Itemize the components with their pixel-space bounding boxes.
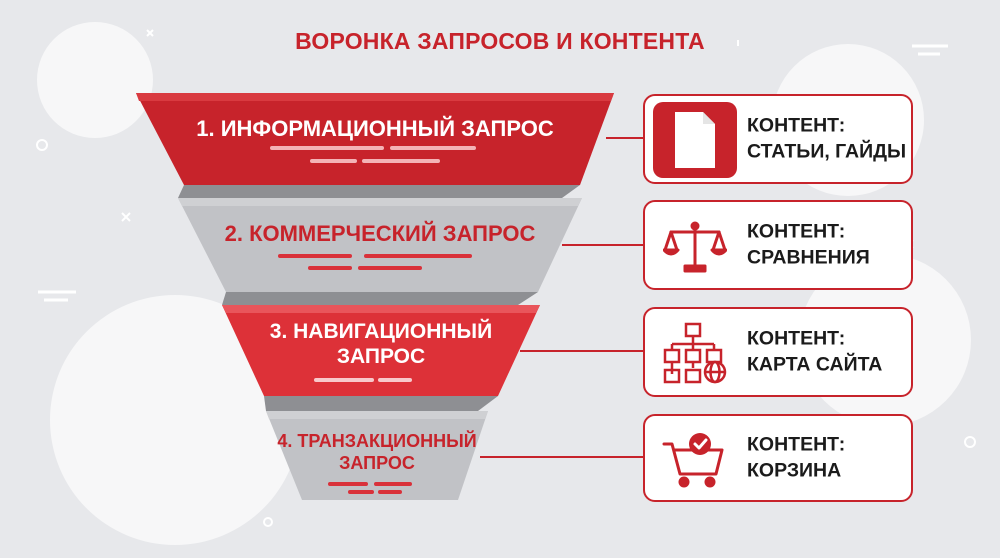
sitemap-icon [653, 315, 737, 391]
content-card-sitemap: КОНТЕНТ: КАРТА САЙТА [643, 307, 913, 397]
card-heading: КОНТЕНТ: [747, 433, 846, 456]
stage-1-label: 1. ИНФОРМАЦИОННЫЙ ЗАПРОС [196, 116, 554, 141]
stage-4-label: 4. ТРАНЗАКЦИОННЫЙ ЗАПРОС [277, 431, 477, 473]
card-value: КАРТА САЙТА [747, 353, 883, 375]
card-heading: КОНТЕНТ: [747, 114, 846, 137]
funnel-connector [222, 292, 538, 305]
funnel-connector [264, 396, 498, 411]
scales-icon [653, 208, 737, 284]
content-card-cart: КОНТЕНТ: КОРЗИНА [643, 414, 913, 502]
card-value: КОРЗИНА [747, 459, 842, 481]
cart-check-icon [653, 422, 737, 498]
content-card-articles: КОНТЕНТ: СТАТЬИ, ГАЙДЫ [643, 94, 913, 184]
content-card-comparisons: КОНТЕНТ: СРАВНЕНИЯ [643, 200, 913, 290]
document-icon [653, 102, 737, 178]
card-value: СТАТЬИ, ГАЙДЫ [747, 140, 907, 162]
card-value: СРАВНЕНИЯ [747, 246, 870, 268]
card-heading: КОНТЕНТ: [747, 327, 846, 350]
funnel-stage-2 [178, 198, 582, 292]
funnel-stage-1 [136, 93, 614, 185]
funnel-stage-3 [222, 305, 540, 396]
funnel-connector [178, 185, 580, 198]
page-title: ВОРОНКА ЗАПРОСОВ И КОНТЕНТА [295, 28, 705, 54]
stage-2-label: 2. КОММЕРЧЕСКИЙ ЗАПРОС [224, 221, 536, 246]
card-heading: КОНТЕНТ: [747, 220, 846, 243]
stage-3-label: 3. НАВИГАЦИОННЫЙ ЗАПРОС [269, 320, 493, 369]
funnel-stage-4 [266, 411, 488, 500]
